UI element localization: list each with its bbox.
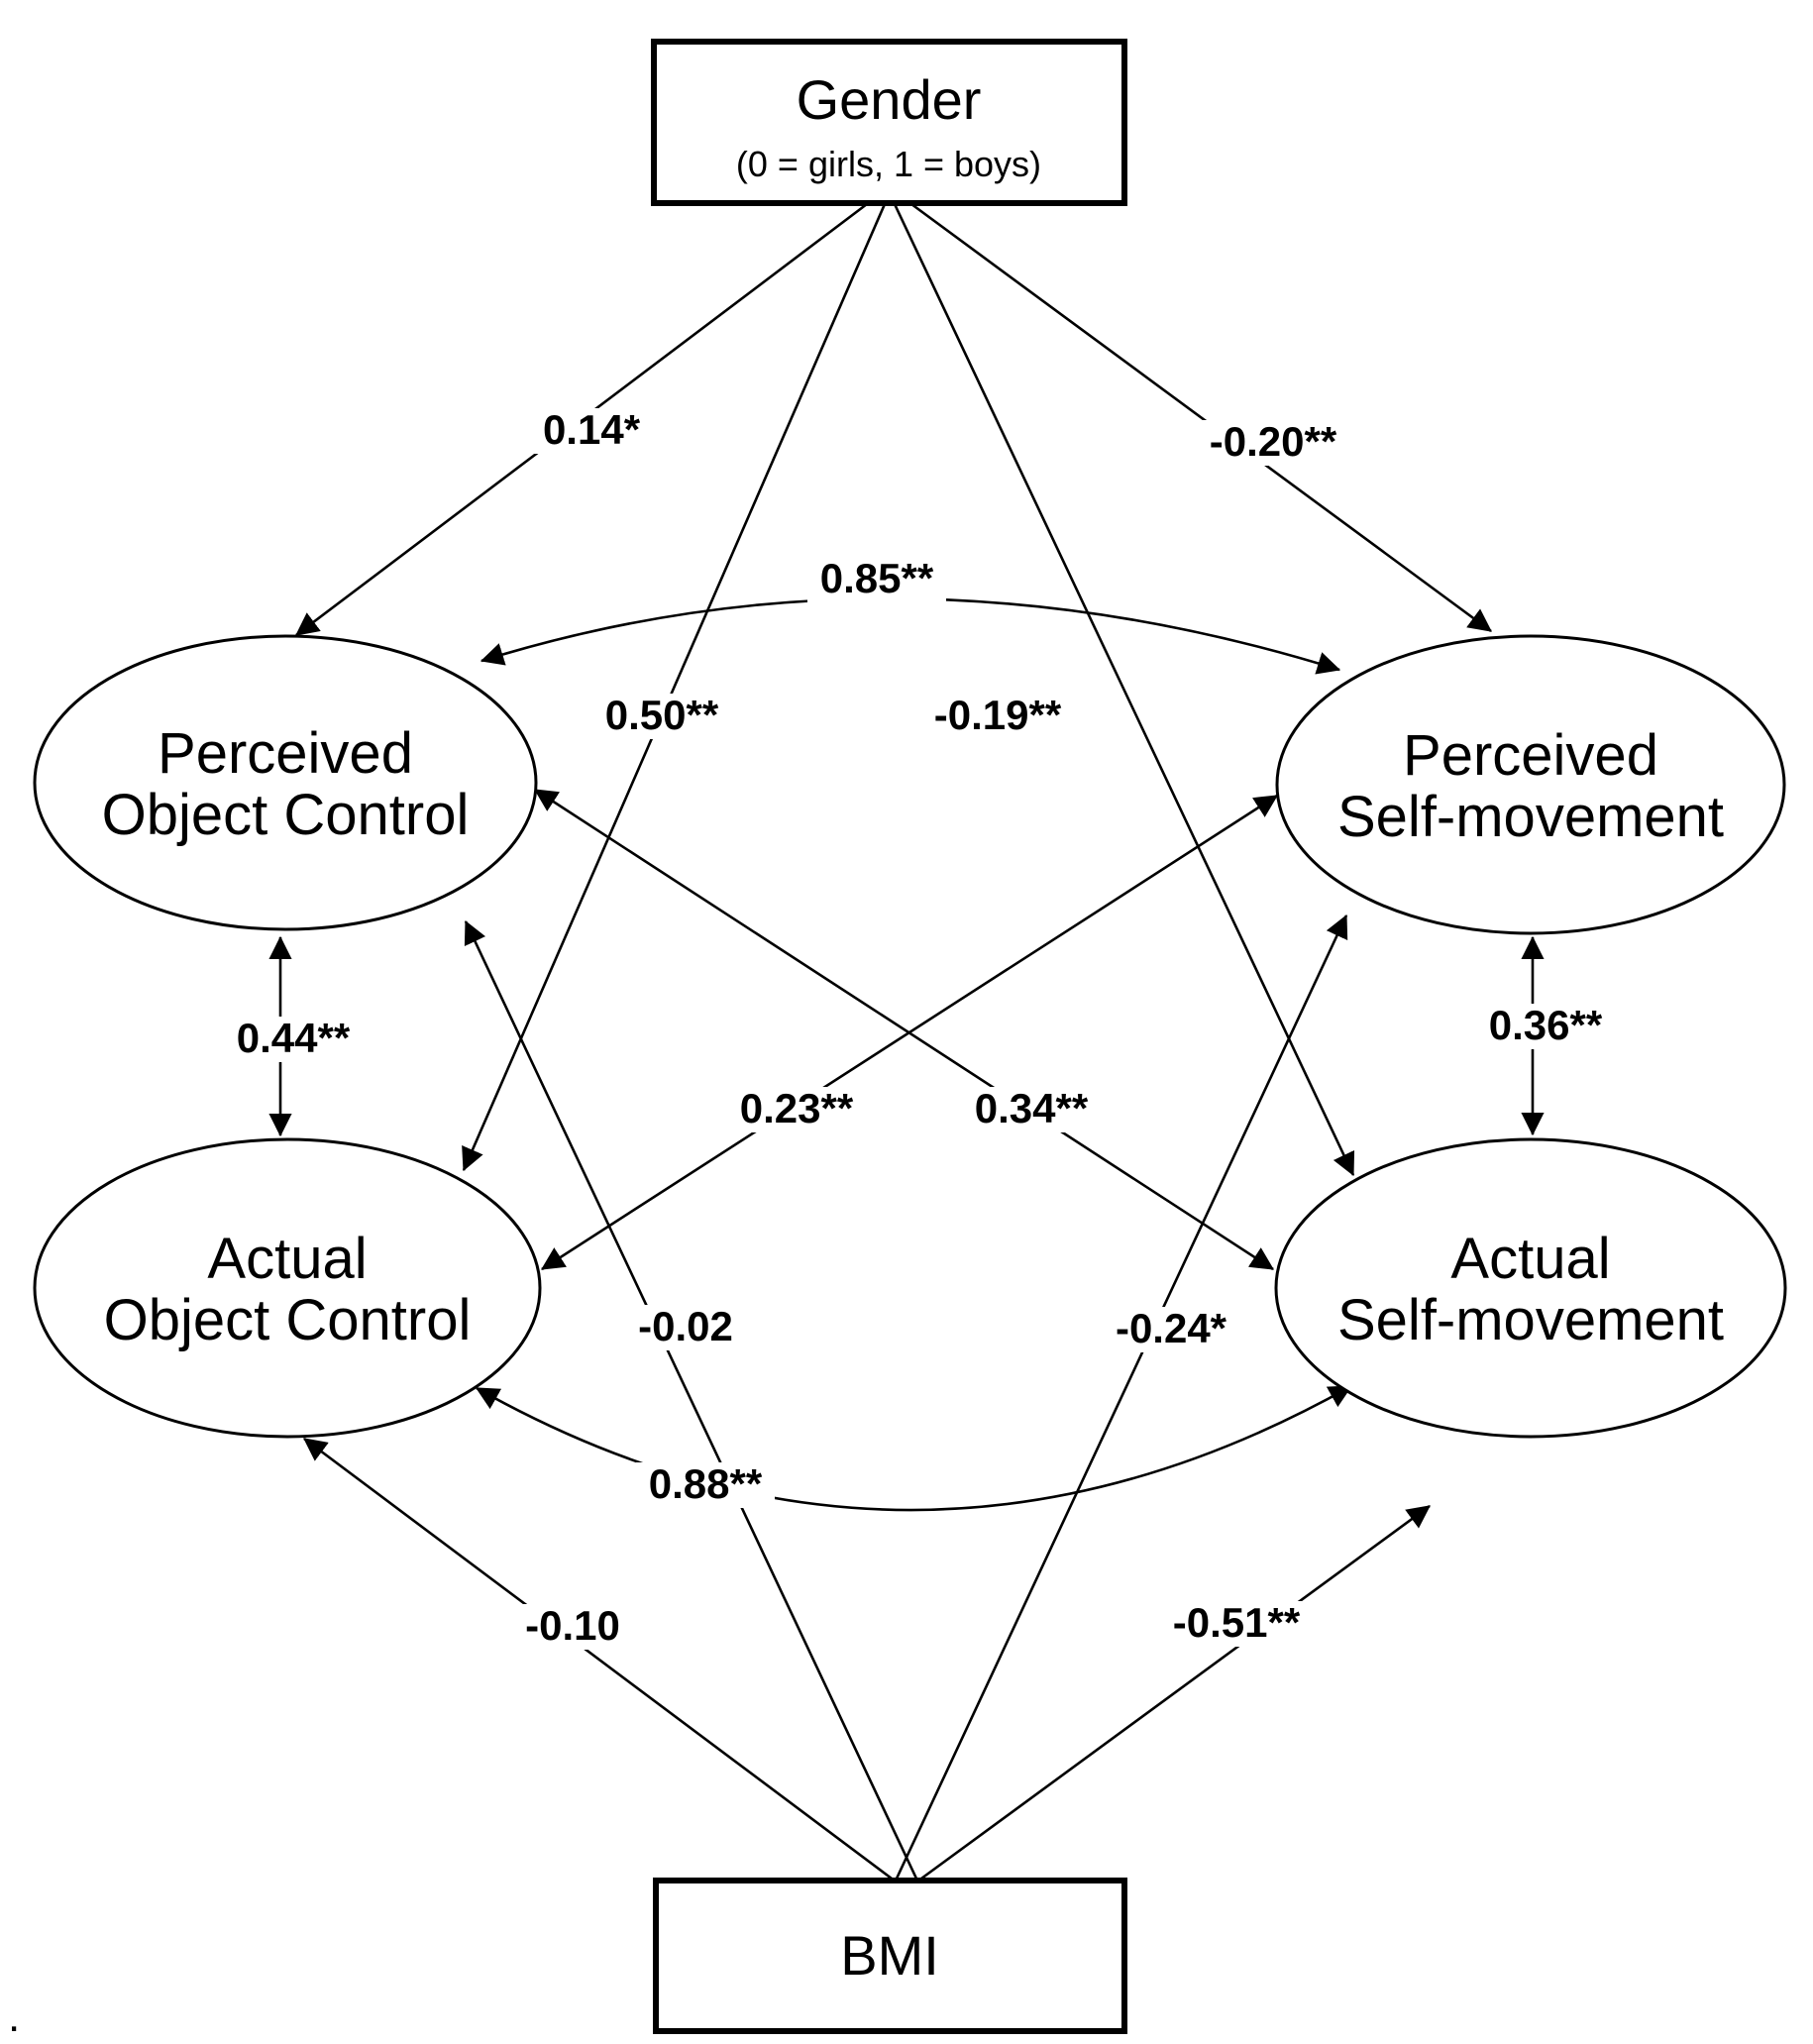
perceived-self-movement-ellipse xyxy=(1275,634,1786,935)
actual-object-control-ellipse xyxy=(33,1137,542,1439)
path-bmi-to-actual-object-control xyxy=(303,1437,893,1881)
path-bmi-to-actual-self-movement xyxy=(920,1504,1431,1881)
coef-text: -0.20** xyxy=(1210,418,1337,465)
correlation-perceived-oc-perceived-sm xyxy=(480,596,1341,675)
coef-text: 0.88** xyxy=(649,1460,763,1507)
path-bmi-to-perceived-self-movement xyxy=(895,914,1348,1880)
node-bmi: BMI xyxy=(653,1878,1127,2034)
coef-text: 0.36** xyxy=(1489,1002,1603,1048)
coefficient-bmi-actual-object-control: -0.10 xyxy=(515,1602,629,1650)
coefficient-corr-perceived-sm-actual-sm: 0.36** xyxy=(1476,1002,1615,1049)
perceived-object-control-ellipse xyxy=(33,634,538,931)
actual-object-control-line1: Actual xyxy=(207,1227,367,1291)
gender-sublabel: (0 = girls, 1 = boys) xyxy=(736,144,1041,184)
path-bmi-to-perceived-object-control xyxy=(464,919,918,1880)
path-gender-to-actual-self-movement xyxy=(893,203,1355,1177)
coef-text: 0.34** xyxy=(975,1085,1089,1131)
coefficient-corr-actual: 0.88** xyxy=(636,1460,775,1508)
perceived-self-movement-line2: Self-movement xyxy=(1337,785,1724,849)
caption-period: . xyxy=(8,1992,20,2041)
node-actual-self-movement: Actual Self-movement xyxy=(1274,1137,1787,1439)
perceived-object-control-line1: Perceived xyxy=(158,721,413,786)
coefficient-bmi-perceived-self-movement: -0.24* xyxy=(1102,1305,1240,1352)
coef-text: 0.50** xyxy=(605,692,719,738)
node-actual-object-control: Actual Object Control xyxy=(33,1137,542,1439)
node-gender: Gender (0 = girls, 1 = boys) xyxy=(651,39,1127,206)
node-perceived-object-control: Perceived Object Control xyxy=(33,634,538,931)
coef-text: 0.23** xyxy=(740,1085,854,1131)
coef-text: 0.44** xyxy=(237,1015,351,1061)
actual-object-control-line2: Object Control xyxy=(104,1288,472,1352)
coef-text: -0.51** xyxy=(1173,1599,1301,1646)
coefficient-corr-perceived-oc-actual-oc: 0.44** xyxy=(224,1015,363,1062)
coef-text: 0.14* xyxy=(543,406,641,453)
coef-text: -0.02 xyxy=(638,1303,733,1349)
coefficient-bmi-perceived-object-control: -0.02 xyxy=(628,1303,742,1350)
bmi-label: BMI xyxy=(840,1924,939,1987)
coef-text: 0.85** xyxy=(820,555,934,601)
gender-box xyxy=(651,39,1127,206)
coefficient-bmi-actual-self-movement: -0.51** xyxy=(1154,1599,1318,1647)
correlation-actual-sm-perceived-oc xyxy=(534,788,1274,1271)
correlation-actual-oc-actual-sm xyxy=(475,1384,1353,1512)
gender-label: Gender xyxy=(797,68,982,131)
coefficient-gender-perceived-self-movement: -0.20** xyxy=(1191,418,1354,466)
path-gender-to-perceived-self-movement xyxy=(910,202,1492,633)
coef-text: -0.19** xyxy=(934,692,1062,738)
coef-text: -0.24* xyxy=(1116,1305,1227,1351)
coefficient-corr-actual-sm-perceived-oc: 0.34** xyxy=(962,1085,1101,1132)
actual-self-movement-line2: Self-movement xyxy=(1337,1288,1724,1352)
actual-self-movement-line1: Actual xyxy=(1450,1227,1610,1291)
coefficient-gender-actual-self-movement: -0.19** xyxy=(916,692,1080,739)
perceived-self-movement-line1: Perceived xyxy=(1403,723,1658,788)
perceived-object-control-line2: Object Control xyxy=(102,783,470,847)
coefficient-corr-actual-oc-perceived-sm: 0.23** xyxy=(727,1085,866,1132)
actual-self-movement-ellipse xyxy=(1274,1137,1787,1439)
coefficient-corr-perceived: 0.85** xyxy=(807,555,946,602)
coefficient-gender-perceived-object-control: 0.14* xyxy=(532,406,651,454)
path-gender-to-actual-object-control xyxy=(462,203,887,1172)
node-perceived-self-movement: Perceived Self-movement xyxy=(1275,634,1786,935)
coef-text: -0.10 xyxy=(525,1602,620,1649)
coefficient-gender-actual-object-control: 0.50** xyxy=(592,692,731,739)
bmi-box xyxy=(653,1878,1127,2034)
